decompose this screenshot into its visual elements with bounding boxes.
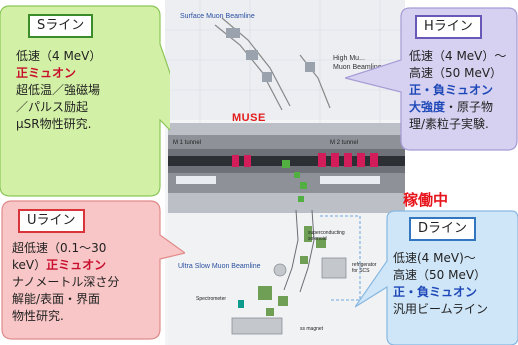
h-line-research-1-suffix: ・原子物 [445, 100, 494, 114]
u-line-particle: 正ミュオン [46, 258, 107, 272]
ultra-slow-beamline-label: Ultra Slow Muon Beamline [178, 263, 261, 270]
u-line-speed-1: 超低速（0.1～30 [12, 241, 107, 255]
u-line-callout: Uライン 超低速（0.1～30 keV）正ミュオン ナノメートル深さ分 解能/表… [0, 195, 185, 345]
surface-beamline-label: Surface Muon Beamline [180, 13, 255, 20]
h-line-research-2: 理/素粒子実験. [409, 117, 489, 131]
h-line-speed-low: 低速（4 MeV）～ [409, 49, 507, 63]
ss-magnet-label: ss magnet [300, 326, 324, 332]
d-line-usage: 汎用ビームライン [393, 302, 489, 316]
u-line-speed-2: keV）正ミュオン [12, 257, 119, 274]
h-line-callout: Hライン 低速（4 MeV）～ 高速（50 MeV） 正・負ミュオン 大強度・原… [345, 0, 518, 155]
s-line-speed: 低速（4 MeV） [16, 49, 102, 63]
h-line-research-1: 大強度・原子物 [409, 99, 506, 116]
muse-label: MUSE [232, 112, 266, 124]
d-line-speed-high: 高速（50 MeV） [393, 268, 487, 282]
d-line-particle: 正・負ミュオン [393, 285, 478, 299]
u-line-bubble [1, 200, 185, 340]
superconducting-label: superconducting solenoid [308, 230, 345, 242]
s-line-research-2: ／パルス励起 [16, 100, 89, 114]
s-line-bubble [0, 5, 170, 197]
h-line-particle: 正・負ミュオン [409, 83, 494, 97]
high-beamline-label-2: Muon Beamline [333, 64, 382, 71]
s-line-particle: 正ミュオン [16, 66, 77, 80]
h-line-speed-high: 高速（50 MeV） [409, 66, 503, 80]
s-line-research-3: μSR物性研究. [16, 117, 92, 131]
s-line-title: Sライン [28, 14, 94, 38]
h-line-intensity: 大強度 [409, 100, 446, 114]
high-beamline-label: High Mu... [333, 55, 365, 62]
d-line-callout: Dライン 低速(4 MeV)～ 高速（50 MeV） 正・負ミュオン 汎用ビーム… [355, 205, 518, 345]
u-line-title: Uライン [18, 209, 85, 233]
s-line-research-1: 超低温／強磁場 [16, 83, 101, 97]
u-line-speed-2-text: keV） [12, 258, 47, 272]
m1-tunnel-label: M 1 tunnel [173, 140, 202, 146]
u-line-research-2: 解能/表面・界面 [12, 292, 101, 306]
d-line-speed-low: 低速(4 MeV)～ [393, 251, 476, 265]
u-line-research-3: 物性研究. [12, 309, 64, 323]
spectrometer-label: Spectrometer [196, 296, 227, 302]
h-line-bubble [345, 7, 518, 151]
d-line-title: Dライン [409, 217, 477, 241]
refrigerator-label: refrigerator for SCS [352, 262, 377, 274]
h-line-title: Hライン [415, 15, 482, 39]
u-line-research-1: ナノメートル深さ分 [12, 275, 120, 289]
m2-tunnel-label: M 2 tunnel [330, 140, 359, 146]
s-line-callout: Sライン 低速（4 MeV） 正ミュオン 超低温／強磁場 ／パルス励起 μSR物… [0, 0, 170, 200]
status-badge: 稼働中 [403, 191, 449, 209]
